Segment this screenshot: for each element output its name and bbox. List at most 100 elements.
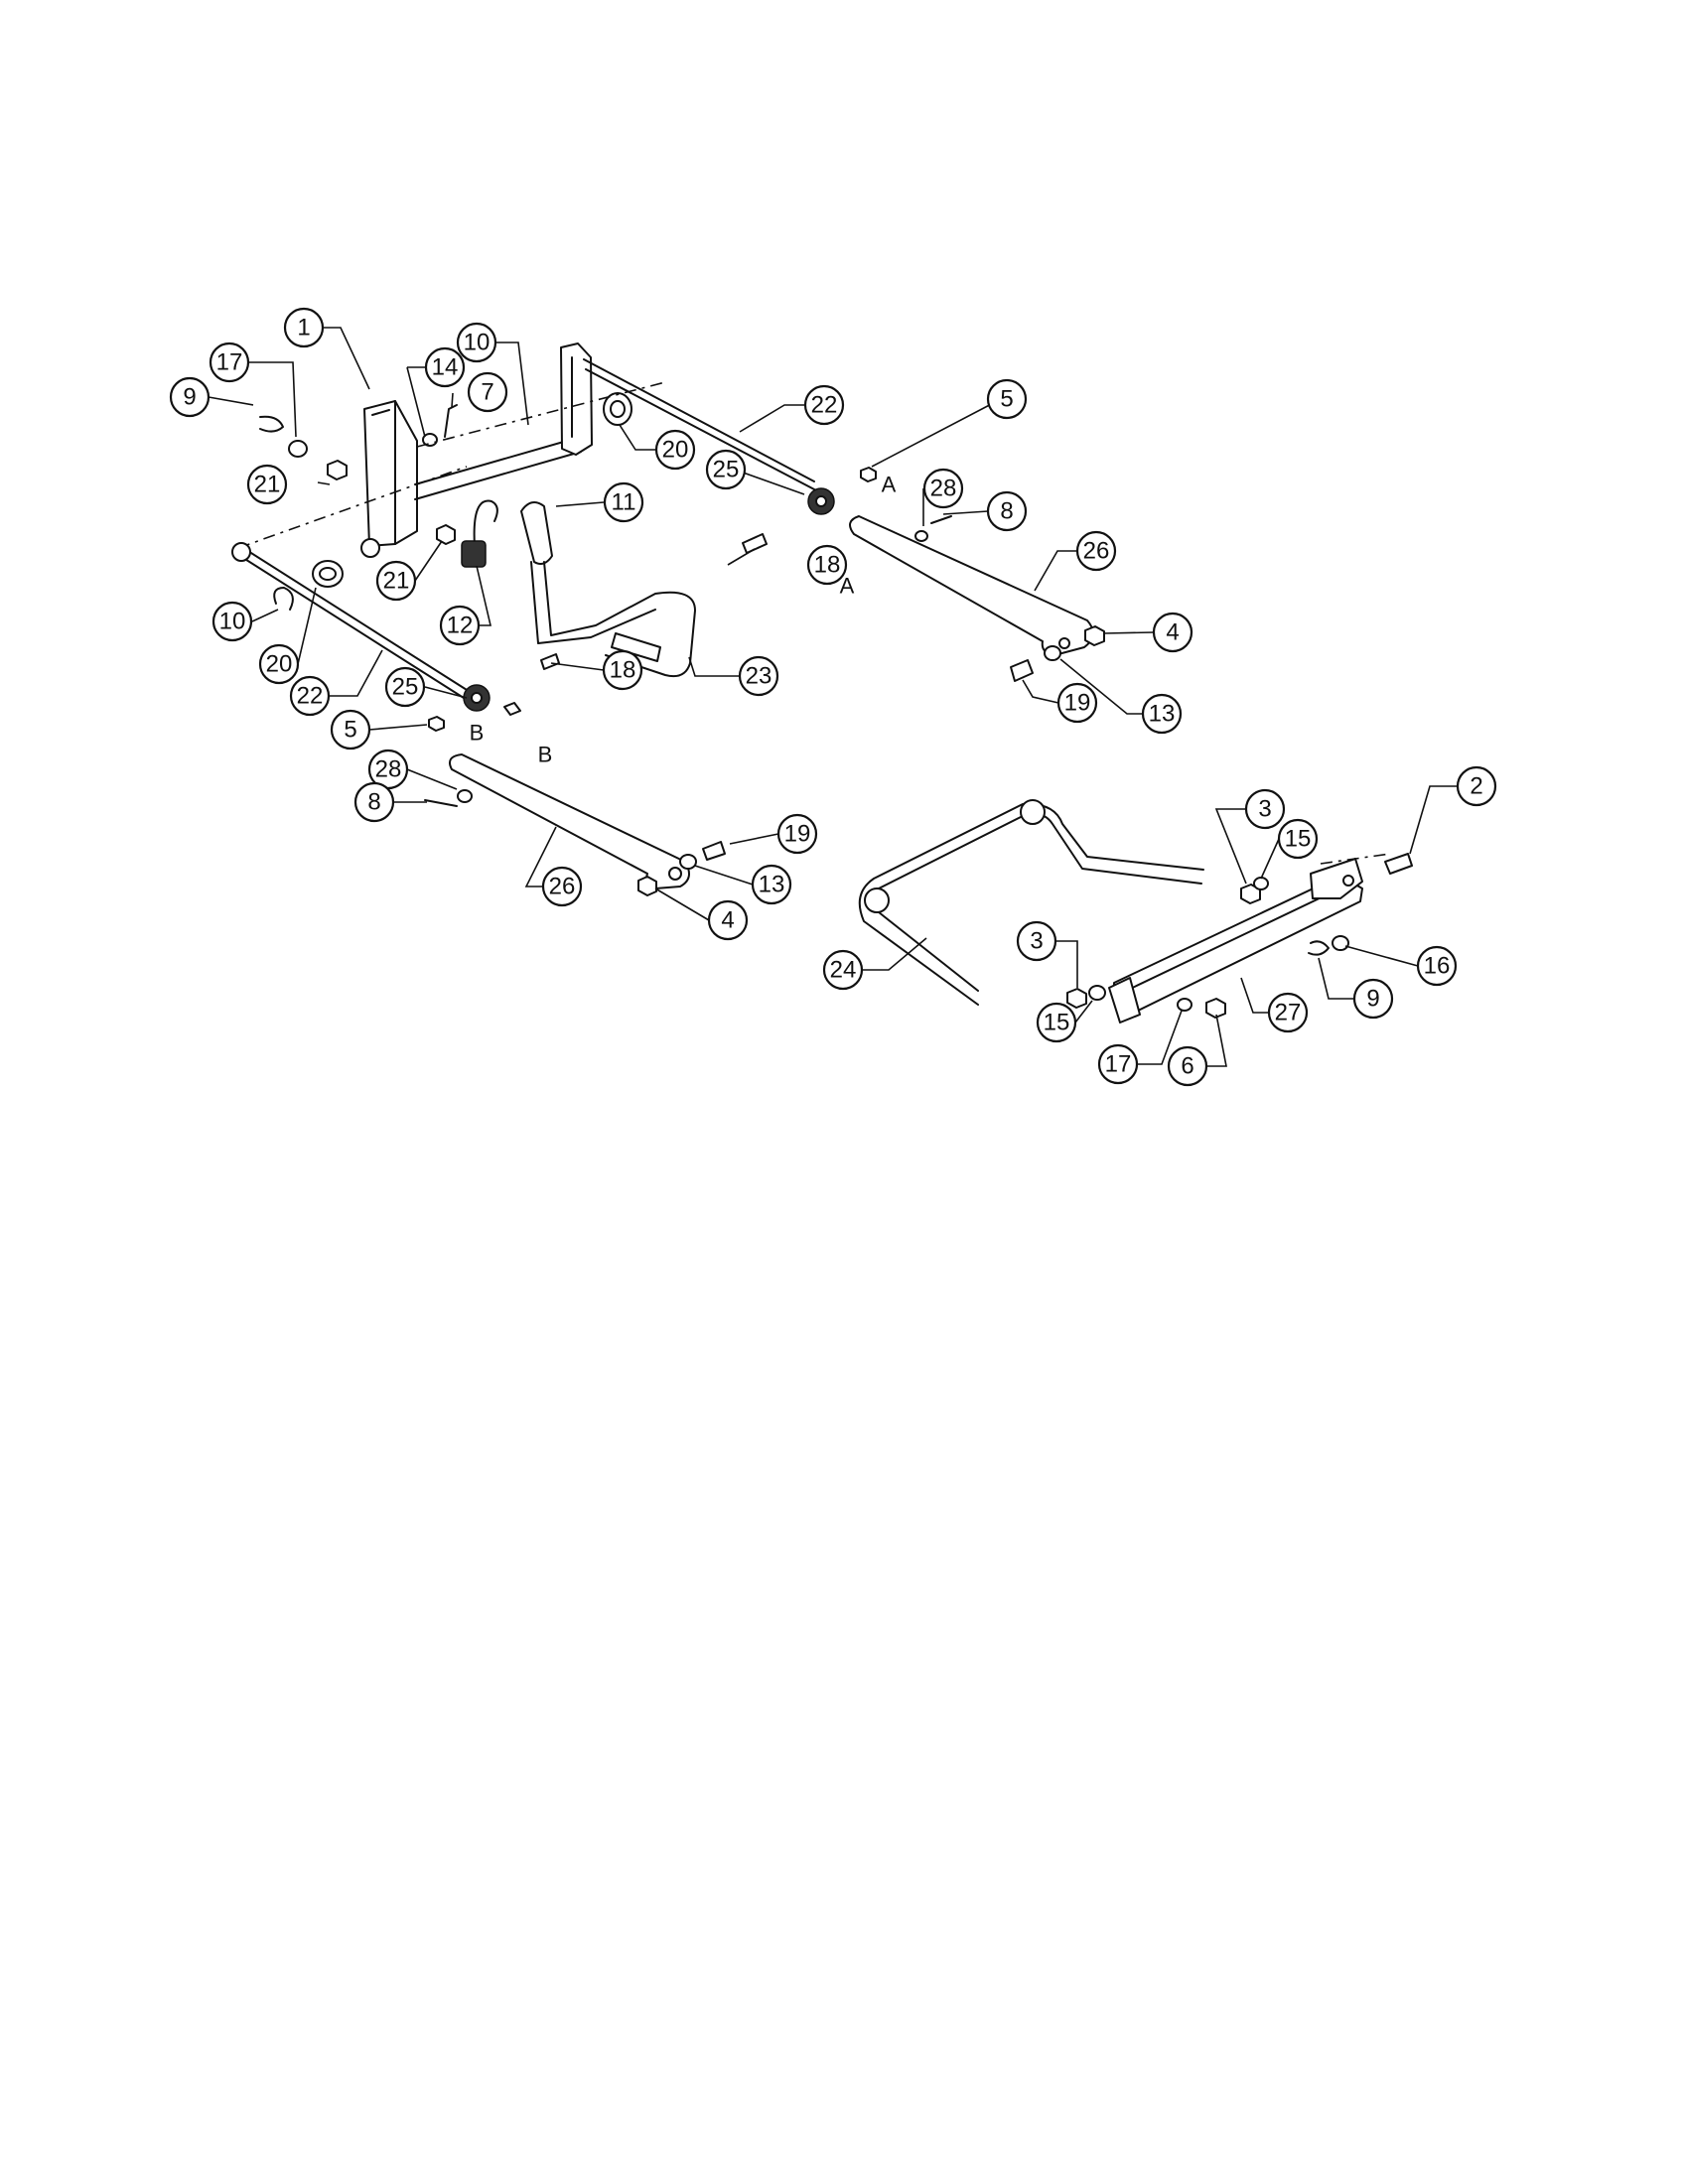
lift-link-upper xyxy=(849,515,1105,682)
callout-5: 5 xyxy=(986,378,1028,420)
callout-21b: 21 xyxy=(375,560,417,602)
bushing-lower-inner xyxy=(319,567,337,581)
callout-26-label: 26 xyxy=(1083,538,1110,565)
callout-8b-label: 8 xyxy=(367,789,380,816)
hanger-bracket-hole xyxy=(1342,875,1354,887)
callout-17b-label: 17 xyxy=(1105,1051,1132,1078)
callout-25: 25 xyxy=(705,449,747,490)
bracket-plate xyxy=(363,400,418,547)
spring-coil xyxy=(461,540,487,568)
callout-20-label: 20 xyxy=(662,437,689,464)
callout-13: 13 xyxy=(1141,693,1183,735)
callouts: 1 17 9 14 7 10 21 22 5 20 25 28 8 11 21 … xyxy=(169,307,1497,1087)
bushing-upper xyxy=(603,392,632,426)
washer-13-upper xyxy=(1044,645,1061,661)
callout-4b-label: 4 xyxy=(721,907,734,934)
callout-3b: 3 xyxy=(1016,920,1057,962)
callout-11: 11 xyxy=(603,481,644,523)
washer-17-right xyxy=(1177,998,1193,1012)
callout-13-label: 13 xyxy=(1149,701,1176,728)
callout-22-label: 22 xyxy=(811,392,838,419)
callout-20b-label: 20 xyxy=(266,651,293,678)
washer-15-lower xyxy=(1088,985,1106,1001)
washer-14 xyxy=(422,433,438,447)
callout-4b: 4 xyxy=(707,899,749,941)
callout-17b: 17 xyxy=(1097,1043,1139,1085)
callout-27-label: 27 xyxy=(1275,1000,1302,1026)
callout-17: 17 xyxy=(209,341,250,383)
cross-shaft xyxy=(414,436,582,500)
callout-10b-label: 10 xyxy=(219,609,246,635)
hanger-plate-left xyxy=(1108,977,1141,1024)
nut-3-upper xyxy=(1240,884,1261,904)
lift-rod-lower xyxy=(242,547,476,706)
nut-3-lower xyxy=(1066,988,1087,1009)
callout-16-label: 16 xyxy=(1424,953,1451,980)
callout-15-label: 15 xyxy=(1285,826,1312,853)
bolt-18-end xyxy=(503,702,521,716)
callout-28b: 28 xyxy=(367,749,409,790)
washer-15-upper xyxy=(1253,877,1269,890)
callout-27: 27 xyxy=(1267,992,1309,1033)
spring-hook xyxy=(473,499,498,547)
callout-15: 15 xyxy=(1277,818,1319,860)
lift-link-lower xyxy=(424,753,726,896)
callout-1: 1 xyxy=(283,307,325,348)
callout-12: 12 xyxy=(439,605,481,646)
callout-6: 6 xyxy=(1167,1045,1208,1087)
callout-10: 10 xyxy=(456,322,497,363)
callout-26: 26 xyxy=(1075,530,1117,572)
callout-14-label: 14 xyxy=(432,354,459,381)
nut-21-right xyxy=(436,524,456,545)
lift-handle-bar xyxy=(543,561,696,678)
ref-mark-b-lower: B xyxy=(538,743,553,767)
callout-9-label: 9 xyxy=(183,384,196,411)
callout-9b-label: 9 xyxy=(1366,986,1379,1013)
leader-lines xyxy=(208,327,1458,1067)
callout-12-label: 12 xyxy=(447,613,474,639)
callout-3-label: 3 xyxy=(1258,796,1271,823)
link-26-upper xyxy=(849,515,1094,656)
callout-10b: 10 xyxy=(211,601,253,642)
washer-13-lower xyxy=(679,854,697,870)
nut-5-lower xyxy=(428,716,445,732)
callout-15b: 15 xyxy=(1036,1002,1077,1043)
washer-28-lower xyxy=(457,789,473,803)
lift-rod-upper xyxy=(583,358,817,491)
callout-22b: 22 xyxy=(289,675,331,717)
pin-7 xyxy=(444,404,458,438)
rod-end-left xyxy=(231,542,251,562)
callout-8: 8 xyxy=(986,490,1028,532)
callout-14: 14 xyxy=(424,346,466,388)
trunnion-25-lower-hub xyxy=(471,692,483,704)
nut-6 xyxy=(1205,998,1226,1019)
callout-11-label: 11 xyxy=(612,489,636,516)
callout-25b-label: 25 xyxy=(392,674,419,701)
callout-21: 21 xyxy=(246,464,288,505)
callout-22b-label: 22 xyxy=(297,683,324,710)
washer-28-upper xyxy=(914,530,928,542)
callout-5b-label: 5 xyxy=(344,717,356,744)
clip-10-lower xyxy=(273,587,294,611)
nut-4-lower xyxy=(637,876,657,896)
washer-16 xyxy=(1332,935,1349,951)
callout-5-label: 5 xyxy=(1000,386,1013,413)
callout-23-label: 23 xyxy=(746,663,772,690)
bolt-18-upper xyxy=(742,533,768,554)
callout-6-label: 6 xyxy=(1181,1053,1193,1080)
lift-handle-pin xyxy=(611,632,661,662)
callout-5b: 5 xyxy=(330,709,371,751)
washer-17-left xyxy=(288,440,308,458)
callout-19b: 19 xyxy=(776,813,818,855)
link-26-upper-hole xyxy=(1058,637,1070,649)
callout-10-label: 10 xyxy=(464,330,491,356)
callout-18: 18 xyxy=(806,544,848,586)
reference-marks: A A B B xyxy=(470,473,897,767)
bushing-upper-inner xyxy=(610,400,626,418)
hairpin-9-right xyxy=(1308,940,1330,956)
callout-4: 4 xyxy=(1152,612,1193,653)
hanger-bar-27-edge xyxy=(1121,883,1351,994)
callout-18b-label: 18 xyxy=(610,657,636,684)
lift-bracket-assembly xyxy=(231,342,877,732)
